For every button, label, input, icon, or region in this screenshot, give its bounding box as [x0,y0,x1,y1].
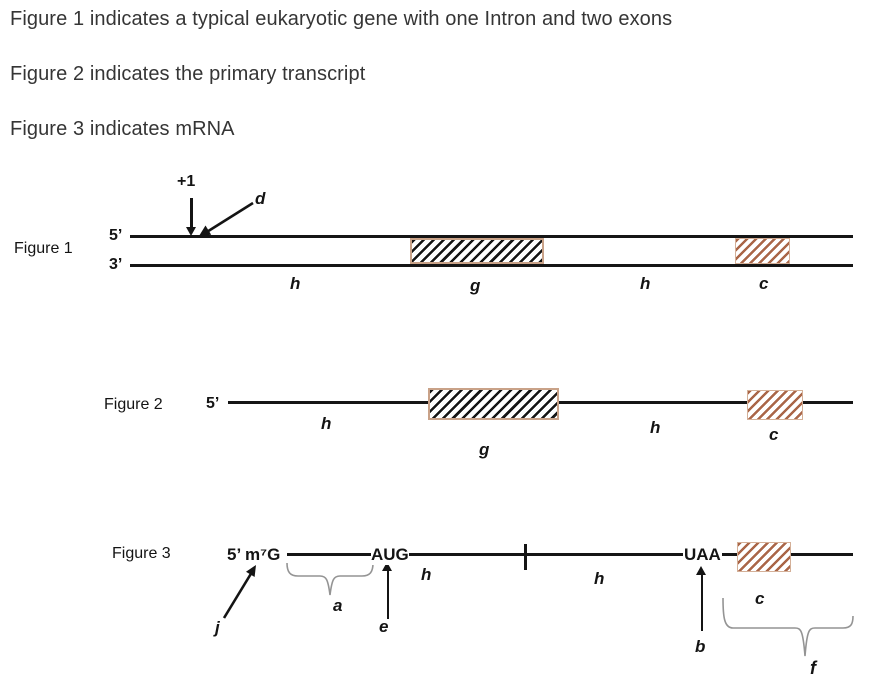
d-pointer-arrow [199,201,254,236]
e-arrow-shaft [386,570,389,619]
figure2-annotation-c: c [769,425,779,444]
figure3-five-prime-cap-label: 5’ m⁷G [227,545,281,565]
figure3-line-segment-utr3 [791,553,853,556]
figure3-start-codon-label: AUG [371,545,409,565]
figure1-annotation-c: c [759,274,769,293]
a-brace [286,562,374,596]
figure1-annotation-h1: h [290,274,301,293]
figure3-annotation-b: b [695,637,706,656]
plus-one-arrowhead-icon [186,227,196,236]
figure2-annotation-h1: h [321,414,332,433]
f-brace [722,598,854,657]
figure3-line-segment-coding [409,553,683,556]
e-arrowhead-icon [382,562,392,571]
figure3-label: Figure 3 [112,545,171,562]
figure3-annotation-h2: h [594,569,605,588]
header-line-figure1: Figure 1 indicates a typical eukaryotic … [10,8,673,30]
figure1-bottom-strand-line [130,264,853,267]
figure1-label: Figure 1 [14,240,73,257]
figure3-line-segment-utr5 [287,553,371,556]
figure3-annotation-c: c [755,589,765,608]
figure2-five-prime-label: 5’ [206,395,220,412]
b-arrow-shaft [700,574,703,631]
figure1-five-prime-label: 5’ [109,227,123,244]
figure2-annotation-h2: h [650,418,661,437]
figure3-annotation-j: j [215,618,220,637]
figure2-label: Figure 2 [104,396,163,413]
figure2-hatched-box-g [428,388,559,420]
figure3-annotation-h1: h [421,565,432,584]
figure1-top-strand-line [130,235,853,238]
figure1-three-prime-label: 3’ [109,256,123,273]
figure2-hatched-box-c [747,390,803,420]
figure1-hatched-box-c [735,238,790,264]
plus-one-arrow-shaft [190,198,193,228]
figure3-annotation-f: f [810,658,816,678]
figure3-line-segment-dash [722,553,738,556]
figure1-plus-one-label: +1 [177,173,196,190]
header-line-figure3: Figure 3 indicates mRNA [10,118,235,140]
figure3-tick-mark [524,544,527,570]
figure1-annotation-g: g [470,276,481,295]
figure3-stop-codon-label: UAA [684,545,721,565]
header-line-figure2: Figure 2 indicates the primary transcrip… [10,63,366,85]
figure3-annotation-e: e [379,617,389,636]
figure1-annotation-d: d [255,189,266,208]
figure1-annotation-h2: h [640,274,651,293]
figure3-hatched-box-c [737,542,791,572]
figure1-hatched-box-g [410,238,544,264]
figure2-annotation-g: g [479,440,490,459]
b-arrowhead-icon [696,566,706,575]
figure3-annotation-a: a [333,596,343,615]
j-pointer-arrow [222,565,256,619]
